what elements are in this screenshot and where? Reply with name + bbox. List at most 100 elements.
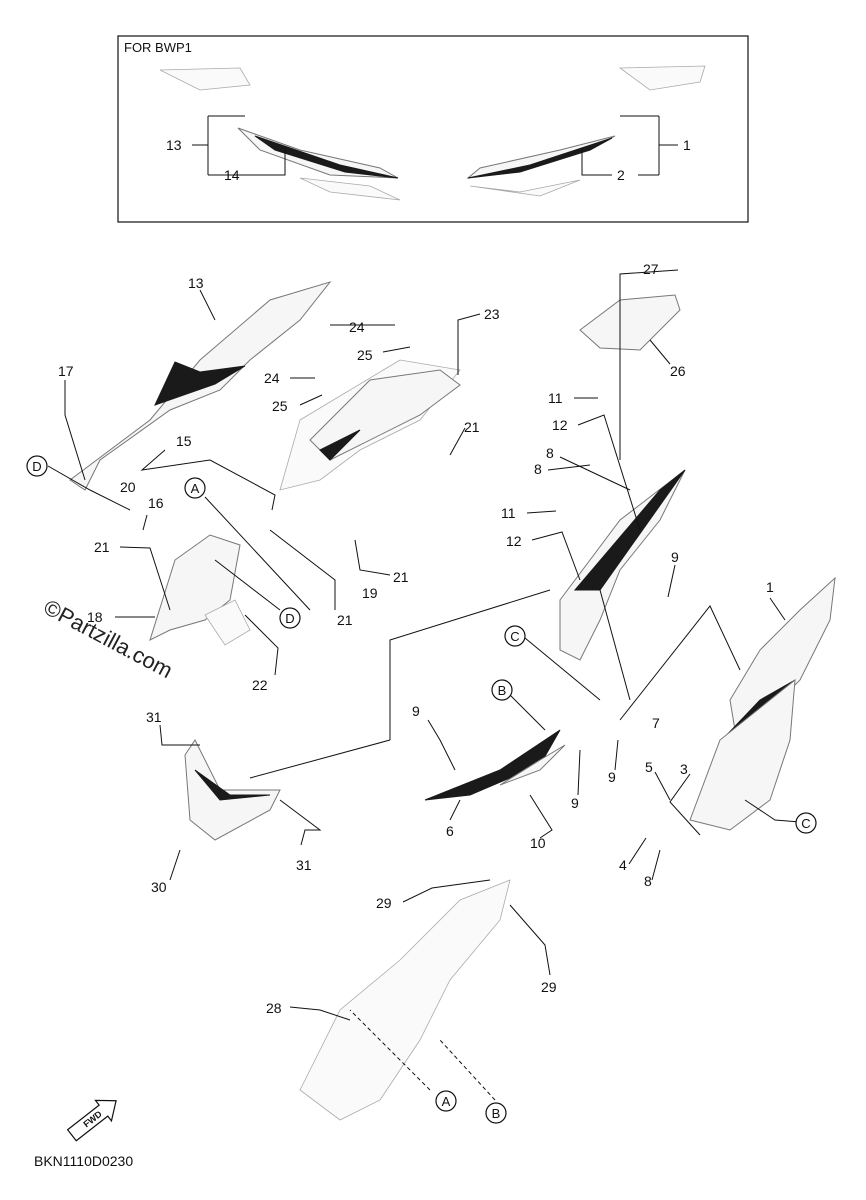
part-18-left-lower-panel bbox=[149, 534, 241, 641]
leader-3 bbox=[669, 773, 701, 836]
leader-8b bbox=[547, 464, 591, 471]
inset-right-cowl bbox=[466, 65, 706, 197]
svg-text:B: B bbox=[492, 1106, 501, 1121]
callout-13: 13 bbox=[188, 275, 204, 291]
leader-31b bbox=[279, 799, 322, 846]
callout-9d: 9 bbox=[571, 795, 579, 811]
callout-24a: 24 bbox=[349, 319, 365, 335]
leader-9c bbox=[577, 749, 581, 796]
callout-1: 1 bbox=[766, 579, 774, 595]
leader-10 bbox=[529, 794, 553, 839]
leader-13 bbox=[199, 289, 216, 321]
inset-right-decal bbox=[467, 137, 613, 179]
callout-29a: 29 bbox=[376, 895, 392, 911]
callout-labels: 13 17 15 20 16 21 18 22 21 19 21 21 24 2… bbox=[58, 261, 774, 1016]
callout-8b: 8 bbox=[534, 461, 542, 477]
leader-25b bbox=[299, 394, 323, 406]
callout-21-mid: 21 bbox=[393, 569, 409, 585]
leader-part30-link2 bbox=[249, 739, 391, 779]
part-right-inner-decal bbox=[573, 469, 686, 591]
ref-A2: A bbox=[435, 1090, 457, 1112]
parts-artwork bbox=[69, 281, 836, 1121]
inset-left-decal bbox=[254, 135, 399, 179]
leader-part30-link bbox=[389, 589, 551, 740]
inset-left-cowl-top bbox=[159, 67, 251, 91]
callout-22: 22 bbox=[252, 677, 268, 693]
callout-27: 27 bbox=[643, 261, 659, 277]
leader-A2 bbox=[349, 1009, 431, 1091]
inset-right-cowl-lower bbox=[469, 179, 581, 197]
part-30-front-lower-cover bbox=[184, 739, 281, 841]
inset-left-cowl bbox=[159, 67, 401, 201]
callout-21-left: 21 bbox=[94, 539, 110, 555]
part-center-decal bbox=[319, 429, 361, 461]
svg-text:A: A bbox=[442, 1094, 451, 1109]
part-30-black-edge bbox=[194, 769, 271, 801]
part-right-inner-panel bbox=[559, 469, 686, 661]
part-6-lower-trim-end bbox=[499, 744, 566, 786]
leader-D1 bbox=[47, 465, 131, 511]
callout-8c: 8 bbox=[644, 873, 652, 889]
part-28-cowl-stay bbox=[299, 879, 511, 1121]
inset-title: FOR BWP1 bbox=[124, 40, 192, 55]
callout-31a: 31 bbox=[146, 709, 162, 725]
leader-4 bbox=[628, 837, 647, 865]
callout-15: 15 bbox=[176, 433, 192, 449]
leader-31a bbox=[159, 724, 200, 746]
watermark: ©Partzilla.com bbox=[40, 594, 177, 683]
callout-29b: 29 bbox=[541, 979, 557, 995]
ref-B2: B bbox=[485, 1102, 507, 1124]
leader-C2 bbox=[744, 799, 801, 823]
callout-30: 30 bbox=[151, 879, 167, 895]
svg-text:A: A bbox=[191, 481, 200, 496]
callout-25a: 25 bbox=[357, 347, 373, 363]
callout-9c: 9 bbox=[608, 769, 616, 785]
inset-label-1: 1 bbox=[683, 137, 691, 153]
leader-11b bbox=[526, 510, 557, 514]
leader-26 bbox=[649, 339, 671, 365]
leader-23 bbox=[457, 313, 481, 375]
leader-15 bbox=[140, 449, 276, 511]
leader-9b bbox=[427, 719, 456, 771]
callout-24b: 24 bbox=[264, 370, 280, 386]
callout-7: 7 bbox=[652, 715, 660, 731]
leader-9a bbox=[667, 564, 676, 598]
leader-29b bbox=[509, 904, 551, 976]
callout-10: 10 bbox=[530, 835, 546, 851]
leader-25a bbox=[382, 346, 411, 353]
callout-19: 19 bbox=[362, 585, 378, 601]
inset-right-cowl-top bbox=[618, 65, 706, 91]
callout-9b: 9 bbox=[412, 703, 420, 719]
leader-29a bbox=[402, 879, 491, 903]
leader-8c bbox=[651, 849, 661, 881]
svg-text:C: C bbox=[510, 629, 519, 644]
leader-28 bbox=[289, 1006, 351, 1021]
leader-12a bbox=[577, 414, 641, 531]
inset-right-cowl-body bbox=[466, 135, 616, 179]
part-26-top-right-cover bbox=[579, 294, 681, 351]
callout-20: 20 bbox=[120, 479, 136, 495]
part-18-clip bbox=[204, 599, 251, 646]
callout-28: 28 bbox=[266, 1000, 282, 1016]
inset-left-bracket bbox=[192, 115, 286, 176]
callout-5: 5 bbox=[645, 759, 653, 775]
leader-D2 bbox=[214, 559, 281, 611]
part-1-right-lower-cowl bbox=[689, 678, 796, 831]
leader-27 bbox=[619, 269, 679, 460]
inset-label-2: 2 bbox=[617, 167, 625, 183]
inset-frame bbox=[117, 35, 749, 223]
leader-21b bbox=[119, 546, 171, 611]
callout-3: 3 bbox=[680, 761, 688, 777]
ref-C2: C bbox=[795, 812, 817, 834]
leader-21c bbox=[269, 529, 336, 610]
leader-8a bbox=[559, 456, 631, 491]
leader-C1 bbox=[524, 637, 601, 701]
callout-23: 23 bbox=[484, 306, 500, 322]
leader-B1 bbox=[509, 694, 546, 731]
leader-12b bbox=[531, 531, 581, 581]
leader-9d bbox=[614, 739, 619, 771]
fwd-arrow-icon: FWD bbox=[66, 1099, 117, 1142]
leader-6 bbox=[449, 799, 461, 821]
figure-code: BKN1110D0230 bbox=[34, 1153, 133, 1169]
